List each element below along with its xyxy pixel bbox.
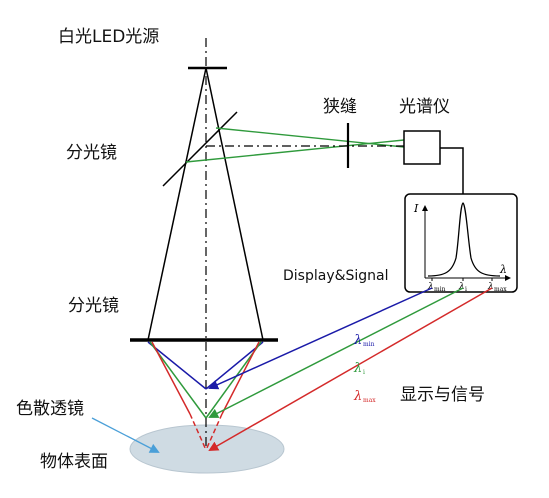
- lambda-min-symbol: λ: [353, 333, 362, 348]
- display-and-signal-cn-label: 显示与信号: [400, 385, 485, 405]
- graph-tick-min-symbol: λ: [427, 282, 434, 292]
- spectrometer-box: [403, 130, 441, 165]
- green-signal-arrow: [208, 287, 464, 418]
- lambda-min-label: λ min: [353, 333, 375, 348]
- lambda-i-sub: i: [363, 369, 365, 376]
- spectrometer-label: 光谱仪: [399, 97, 450, 117]
- graph-tick-max-sub: max: [494, 286, 507, 293]
- lambda-min-sub: min: [363, 341, 375, 348]
- object-surface-ellipse: [129, 424, 285, 474]
- red-ray-left: [151, 341, 191, 415]
- red-signal-arrow: [208, 287, 493, 451]
- graph-tick-min: λ min: [427, 278, 446, 293]
- red-ray-left-dashed: [189, 413, 207, 451]
- lambda-max-sub: max: [363, 397, 376, 404]
- graph-tick-min-sub: min: [434, 286, 446, 293]
- cone-left-line: [147, 67, 207, 341]
- slit-label: 狭缝: [323, 97, 357, 117]
- lambda-max-label: λ max: [353, 389, 376, 404]
- lower-beam-splitter-label: 分光镜: [68, 296, 119, 316]
- graph-tick-i: λ i: [458, 278, 467, 293]
- upper-beam-splitter-label: 分光镜: [66, 143, 117, 163]
- graph-y-label: I: [413, 202, 419, 215]
- green-beam-upper: [215, 127, 405, 148]
- graph-x-label: λ: [499, 263, 507, 276]
- dispersive-lens-label: 色散透镜: [16, 399, 84, 419]
- display-signal-label: Display&Signal: [283, 268, 389, 284]
- blue-ray-right: [205, 341, 264, 390]
- object-surface-label: 物体表面: [40, 452, 108, 472]
- cone-right-line: [205, 67, 264, 341]
- blue-signal-arrow: [208, 287, 433, 390]
- lens-pointer-arrow: [91, 417, 160, 453]
- red-ray-right: [221, 341, 260, 415]
- white-led-source-label: 白光LED光源: [58, 27, 159, 47]
- green-beam-lower: [185, 139, 405, 163]
- graph-tick-max-symbol: λ: [487, 282, 494, 292]
- blue-ray-left: [147, 341, 207, 390]
- spectrum-peak-curve: [427, 202, 501, 277]
- lambda-i-label: λ i: [353, 361, 365, 376]
- upper-beam-splitter: [162, 111, 238, 187]
- graph-tick-i-sub: i: [465, 286, 467, 293]
- spectrometer-connector: [440, 147, 464, 194]
- graph-tick-max: λ max: [487, 278, 507, 293]
- lambda-max-symbol: λ: [353, 389, 362, 404]
- lambda-i-symbol: λ: [353, 361, 362, 376]
- graph-tick-i-symbol: λ: [458, 282, 465, 292]
- display-box: [404, 193, 518, 293]
